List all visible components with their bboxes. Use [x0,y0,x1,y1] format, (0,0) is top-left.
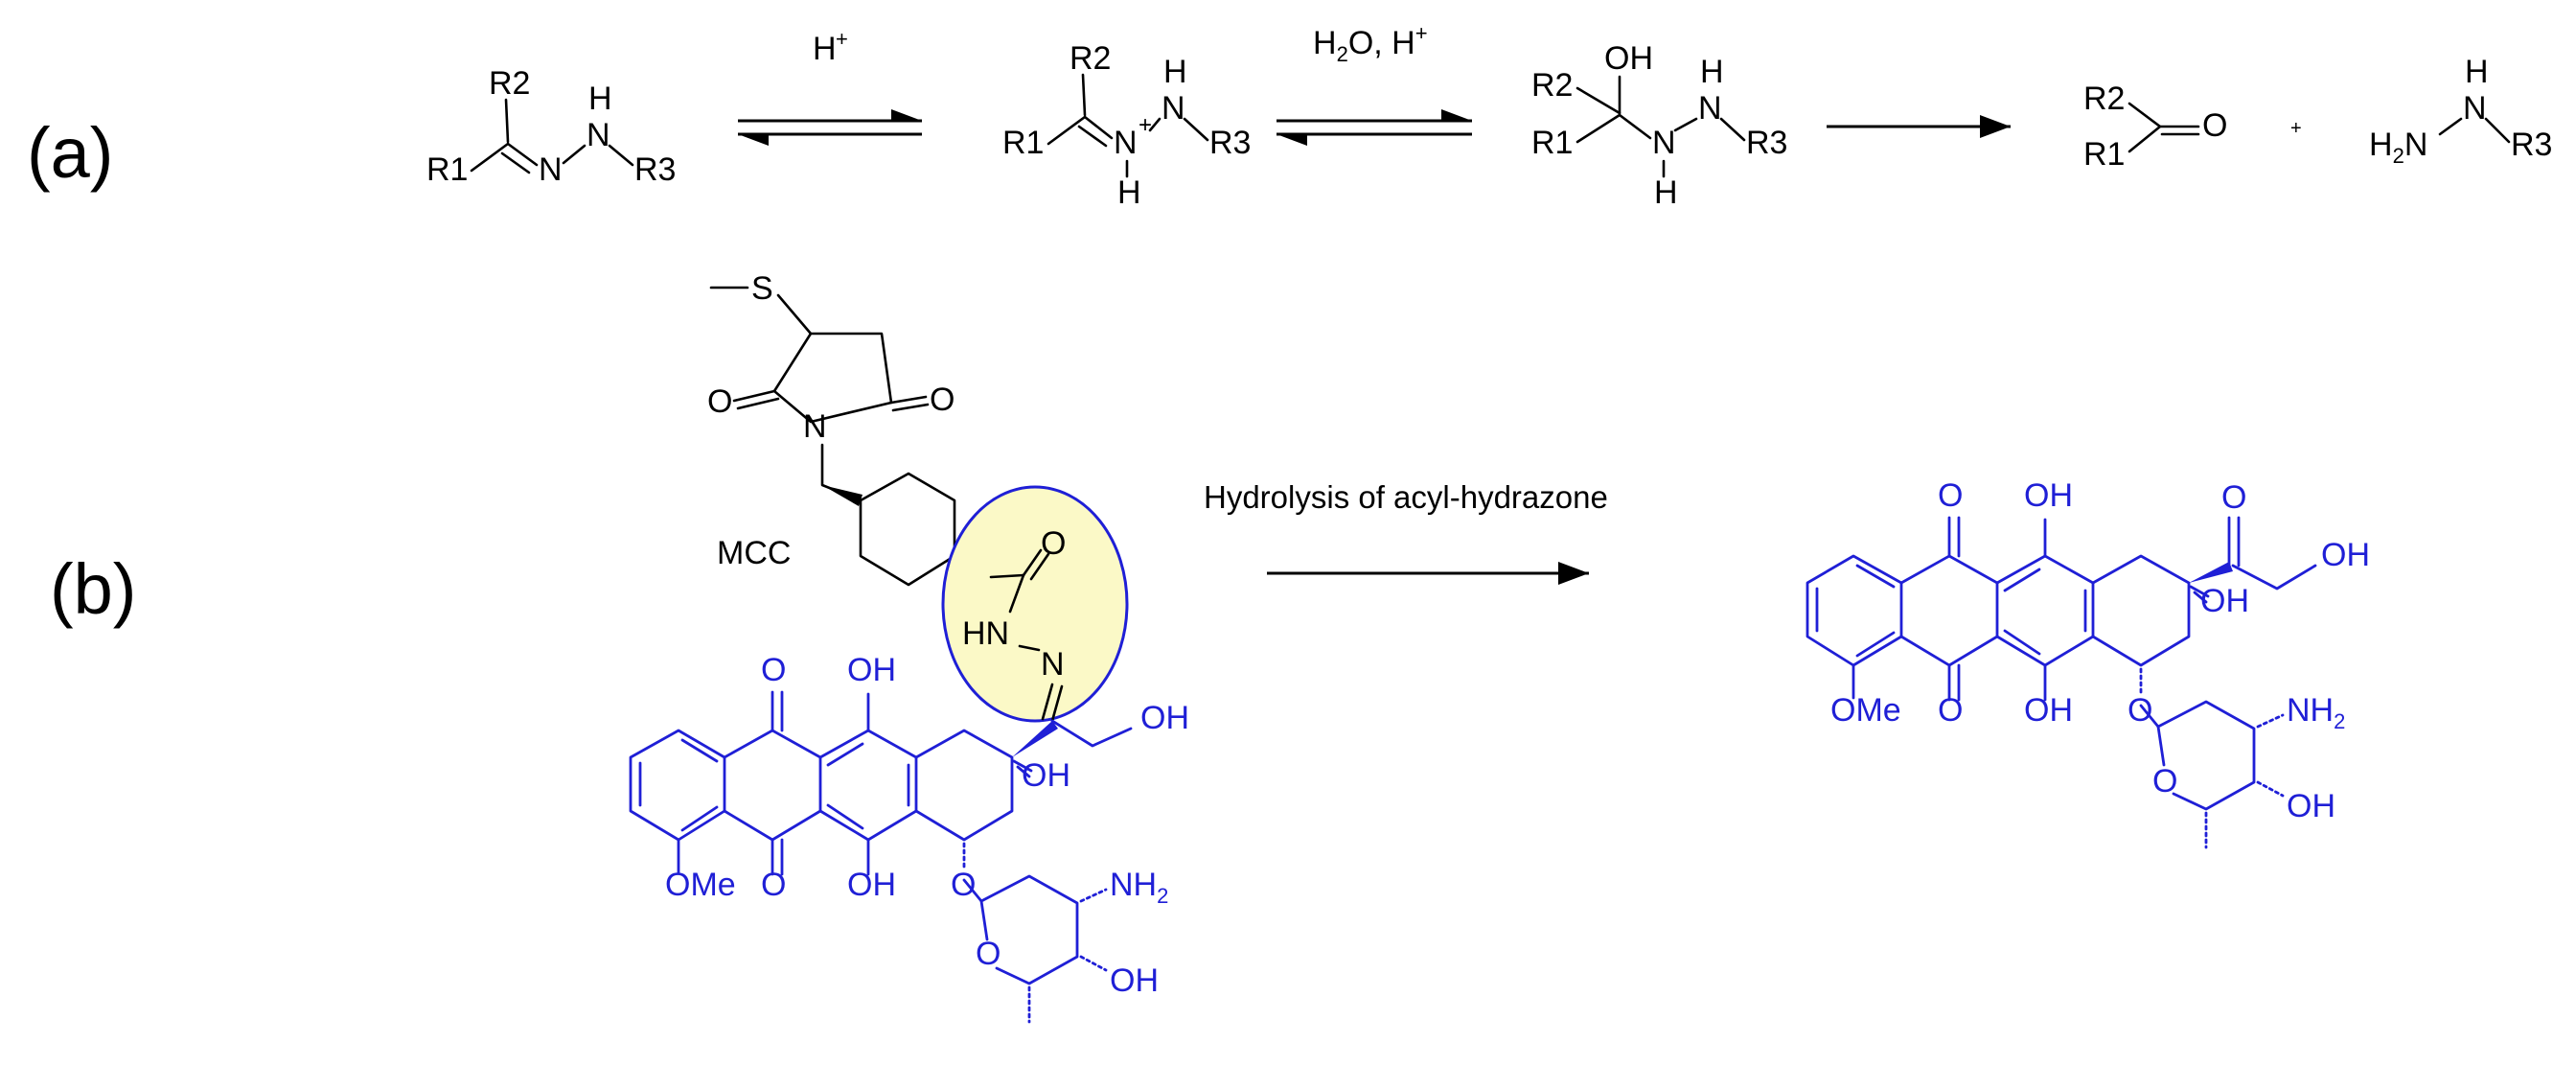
svg-text:O: O [1041,525,1066,562]
svg-text:O: O [2202,107,2227,144]
svg-text:OMe: OMe [665,867,736,903]
svg-text:R1: R1 [1531,125,1573,161]
svg-text:N: N [2463,90,2487,127]
svg-text:R1: R1 [1002,125,1044,161]
svg-text:OH: OH [2321,537,2370,573]
svg-text:OH: OH [2200,583,2249,619]
doxorubicin-conjugate-structure: O OH OH OH OMe O OH O O NH2 OH [629,652,1189,1024]
svg-text:R2: R2 [2083,81,2125,117]
acyl-hydrazone-structure: O HN N [962,525,1066,723]
svg-text:H: H [1700,54,1724,90]
svg-text:H: H [1163,54,1187,90]
condition-acid: H [813,31,837,67]
svg-text:R2: R2 [1531,67,1573,104]
svg-text:+: + [836,27,848,51]
svg-text:HN: HN [962,615,1009,652]
svg-text:S: S [751,270,773,307]
doxorubicin-product-structure: O OH O OH OH OMe O OH O O NH2 OH [1806,477,2370,849]
svg-text:N: N [1652,125,1676,161]
svg-text:O: O [930,382,954,418]
svg-text:H: H [1117,174,1141,211]
svg-text:N: N [1114,125,1138,161]
svg-text:R3: R3 [1746,125,1787,161]
svg-text:OH: OH [1022,757,1070,794]
svg-text:N: N [803,408,827,445]
hydrazine-product-structure: H2N N H R3 [2369,54,2552,168]
svg-text:O: O [707,383,732,420]
svg-text:H2N: H2N [2369,127,2427,168]
svg-text:R1: R1 [2083,136,2125,173]
svg-text:O: O [761,867,786,903]
svg-text:OH: OH [1604,40,1653,77]
ketone-product-structure: R2 R1 O [2083,81,2227,173]
svg-text:N: N [1041,646,1065,683]
svg-text:O: O [2128,692,2152,729]
svg-text:H: H [588,81,612,117]
svg-text:N: N [1162,90,1185,127]
svg-text:R1: R1 [426,151,468,188]
svg-text:O: O [951,867,976,903]
svg-text:OH: OH [1110,962,1159,999]
hydrolysis-arrow [1267,562,1589,585]
svg-text:O: O [2221,479,2246,516]
panel-label-b: (b) [50,549,136,629]
svg-text:OH: OH [1140,700,1189,736]
svg-text:OH: OH [847,652,896,688]
svg-text:H: H [1654,174,1678,211]
svg-text:OH: OH [2024,692,2073,729]
svg-text:R3: R3 [1209,125,1251,161]
svg-text:O: O [976,936,1000,972]
mcc-label: MCC [717,535,791,571]
svg-text:N: N [539,151,563,188]
svg-text:NH2: NH2 [1110,867,1168,908]
acyl-hydrazone-highlight [941,485,1129,723]
mcc-linker-structure: S O O N MCC [707,270,989,587]
svg-text:O: O [2152,763,2177,800]
svg-text:R3: R3 [634,151,676,188]
svg-text:O: O [761,652,786,688]
svg-text:N: N [586,117,610,153]
svg-text:OH: OH [847,867,896,903]
carbinolamine-structure: R2 OH R1 N H N H R3 [1531,40,1787,211]
svg-text:OMe: OMe [1830,692,1901,729]
svg-text:N: N [1698,90,1722,127]
equilibrium-arrow-2: H2O, H+ [1276,21,1472,146]
equilibrium-arrow-1: H + [738,27,922,146]
svg-text:O: O [1938,477,1963,514]
forward-arrow-a [1827,115,2011,138]
panel-label-a: (a) [27,113,113,193]
condition-water-acid: H2O, H+ [1313,21,1428,66]
svg-text:H: H [2465,54,2489,90]
svg-text:NH2: NH2 [2287,692,2345,733]
svg-text:OH: OH [2024,477,2073,514]
hydrolysis-label: Hydrolysis of acyl-hydrazone [1204,479,1608,515]
svg-text:O: O [1938,692,1963,729]
svg-text:+: + [1138,112,1152,138]
svg-text:R3: R3 [2511,127,2552,163]
protonated-hydrazone-structure: R2 R1 N + H N H R3 [1002,40,1251,211]
hydrazone-structure: R2 R1 N N H R3 [426,65,676,188]
svg-text:OH: OH [2287,788,2335,824]
svg-text:R2: R2 [1070,40,1111,77]
plus-sign: + [2290,118,2302,139]
svg-text:R2: R2 [489,65,530,102]
